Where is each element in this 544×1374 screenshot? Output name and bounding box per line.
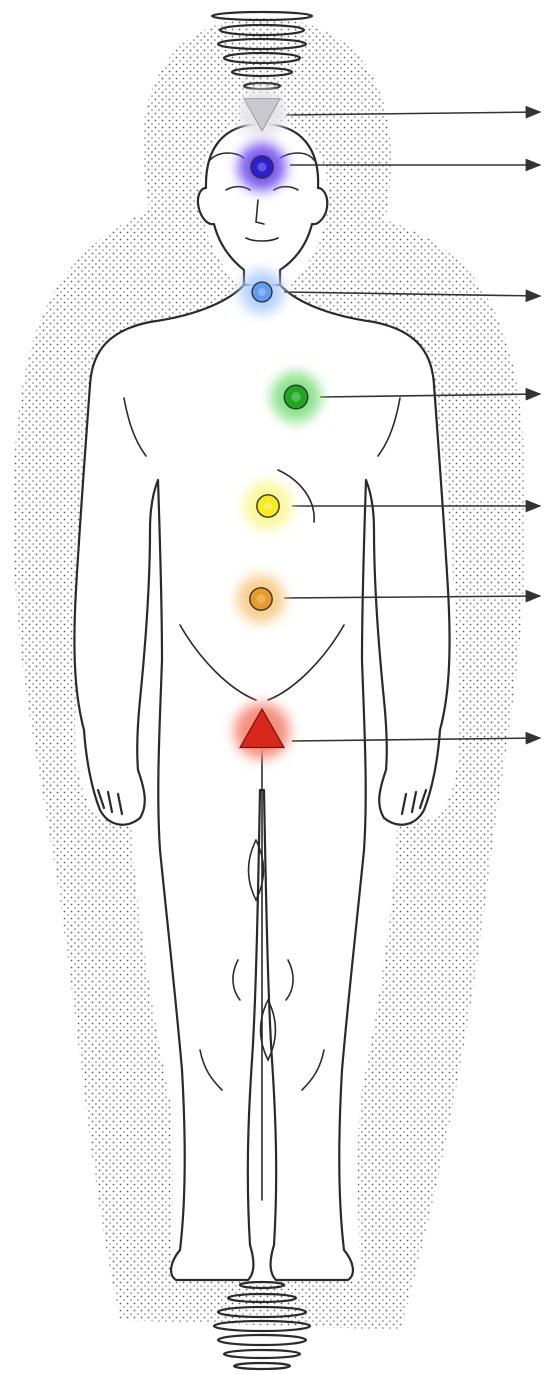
sacral-marker-highlight xyxy=(257,595,266,604)
throat-marker xyxy=(240,270,284,314)
heart-marker-highlight xyxy=(291,392,301,402)
sacral-marker xyxy=(237,575,285,623)
solar-plexus-marker-highlight xyxy=(264,502,273,511)
crown-marker xyxy=(238,89,286,137)
solar-plexus-marker xyxy=(244,482,292,530)
heart-marker xyxy=(271,372,321,422)
third-eye-marker-highlight xyxy=(258,163,267,172)
third-eye-marker xyxy=(238,143,286,191)
throat-marker-highlight xyxy=(258,288,266,296)
root-marker xyxy=(234,703,290,759)
